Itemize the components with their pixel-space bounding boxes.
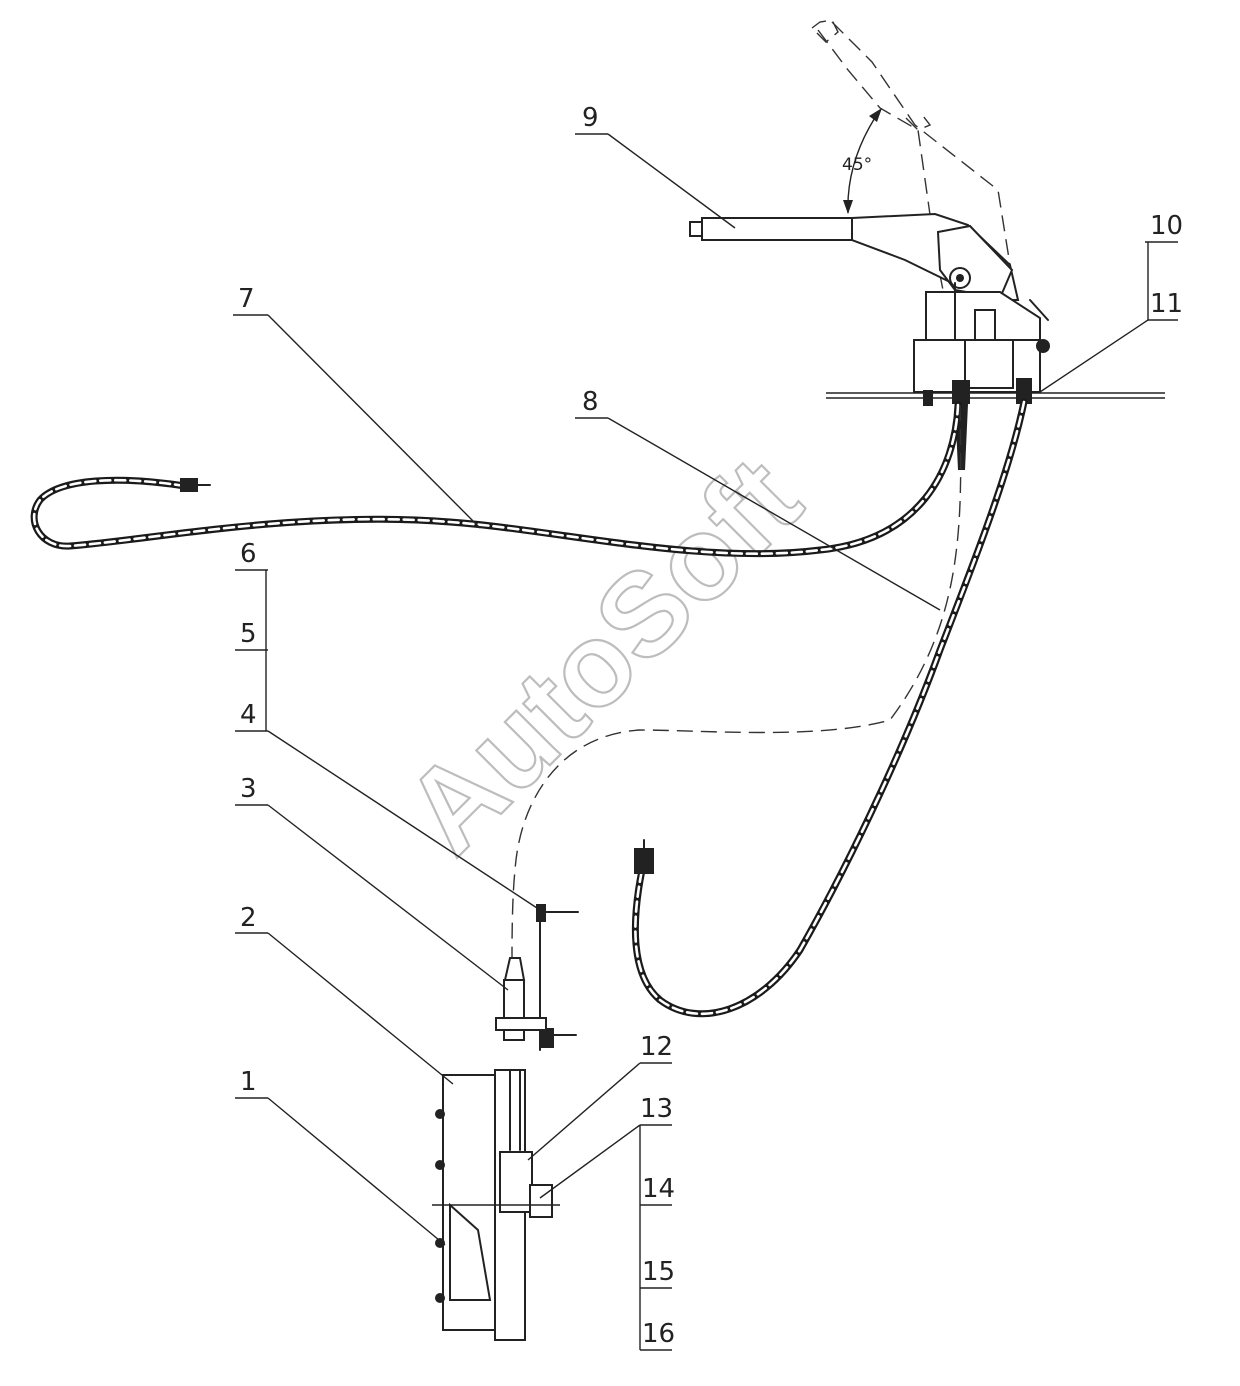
watermark-text: AutoSoft xyxy=(380,433,826,879)
rear-brake-cable-right xyxy=(631,398,1028,1018)
angle-label: 45° xyxy=(842,155,872,175)
callout-15: 15 xyxy=(642,1257,675,1287)
callout-13: 13 xyxy=(640,1094,673,1124)
callout-7: 7 xyxy=(238,284,255,314)
callout-9: 9 xyxy=(582,103,599,133)
callout-10: 10 xyxy=(1150,211,1183,241)
hand-brake-lever xyxy=(689,212,1050,470)
callout-2: 2 xyxy=(240,903,257,933)
callout-11: 11 xyxy=(1150,289,1183,319)
callout-5: 5 xyxy=(240,619,257,649)
callout-12: 12 xyxy=(640,1032,673,1062)
callout-3: 3 xyxy=(240,774,257,804)
rear-brake-cable-left xyxy=(30,401,962,558)
callout-leaders xyxy=(233,133,1178,1351)
callout-1: 1 xyxy=(240,1067,257,1097)
callout-14: 14 xyxy=(642,1174,675,1204)
brake-equalizer-assembly xyxy=(432,904,579,1341)
floor-line xyxy=(826,392,1165,399)
angle-dimension: 45° xyxy=(842,108,882,214)
cable-route-outline xyxy=(511,404,962,961)
callout-6: 6 xyxy=(240,539,257,569)
callout-16: 16 xyxy=(642,1319,675,1349)
callout-4: 4 xyxy=(240,700,257,730)
callout-8: 8 xyxy=(582,387,599,417)
